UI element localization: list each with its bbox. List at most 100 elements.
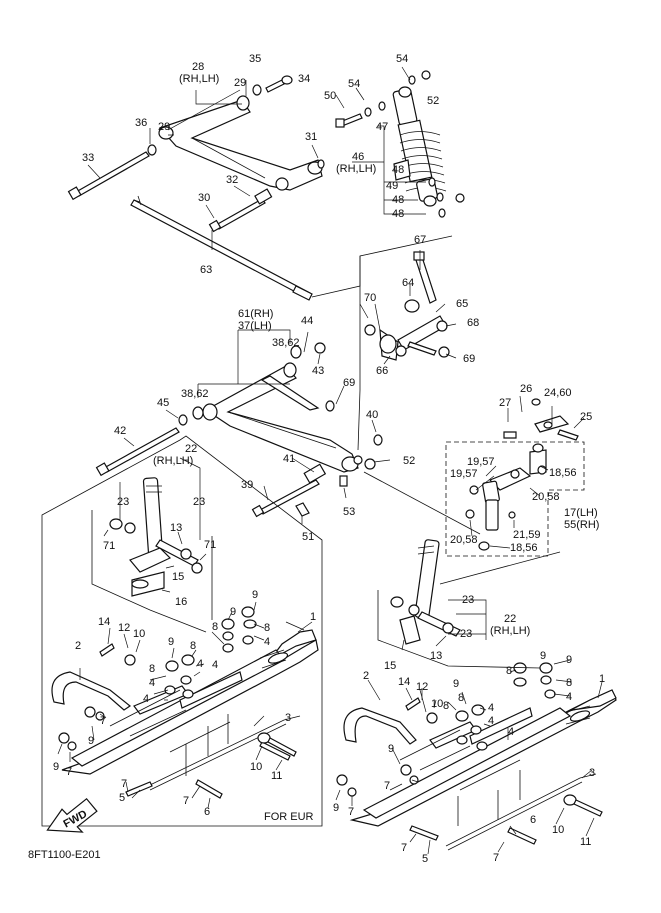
- callout-23b: 23: [193, 496, 205, 508]
- callout-4-extra: 4: [508, 726, 514, 738]
- callout-27: 27: [499, 397, 511, 409]
- callout-7c: 7: [121, 778, 127, 790]
- callout-18-56a: 18,56: [549, 467, 577, 479]
- left-ski: [51, 629, 319, 799]
- callout-7e: 7: [384, 780, 390, 792]
- callout-42: 42: [114, 425, 126, 437]
- callout-52a: 52: [427, 95, 439, 107]
- callout-8f: 8: [443, 700, 449, 712]
- callout-24-60: 24,60: [544, 387, 572, 399]
- upper-arm-assembly: [67, 75, 325, 233]
- callout-10a: 10: [133, 628, 145, 640]
- callout-20-58b: 20,58: [450, 534, 478, 546]
- callout-13a: 13: [170, 522, 182, 534]
- callout-9e: 9: [53, 761, 59, 773]
- left-spindle: [109, 477, 203, 597]
- callout-8d: 8: [264, 622, 270, 634]
- callout-4d: 4: [264, 636, 270, 648]
- callout-9h: 9: [566, 654, 572, 666]
- callout-47: 47: [376, 121, 388, 133]
- callout-6a: 6: [204, 806, 210, 818]
- callout-6b: 6: [530, 814, 536, 826]
- callout-19-57a: 19,57: [467, 456, 495, 468]
- callout-4e: 4: [212, 659, 218, 671]
- callout-68: 68: [467, 317, 479, 329]
- callout-23c: 23: [462, 594, 474, 606]
- callout-7g: 7: [401, 842, 407, 854]
- callout-54b: 54: [348, 78, 360, 90]
- callout-64: 64: [402, 277, 414, 289]
- callout-25: 25: [580, 411, 592, 423]
- callout-8h: 8: [566, 677, 572, 689]
- callout-38-62a: 38,62: [272, 337, 300, 349]
- callout-33: 33: [82, 152, 94, 164]
- callout-36: 36: [135, 117, 147, 129]
- callout-46: 46: [352, 151, 364, 163]
- callout-12b: 12: [416, 681, 428, 693]
- callout-10b: 10: [250, 761, 262, 773]
- callout-15b: 15: [384, 660, 396, 672]
- callout-4b: 4: [149, 677, 155, 689]
- callout-8e: 8: [458, 692, 464, 704]
- callout-9f: 9: [453, 678, 459, 690]
- right-ski: [343, 689, 617, 851]
- callout-22b-sub: (RH,LH): [490, 625, 530, 637]
- callout-40: 40: [366, 409, 378, 421]
- callout-17: 17(LH): [564, 507, 598, 519]
- callout-8c: 8: [212, 621, 218, 633]
- callout-9d: 9: [88, 735, 94, 747]
- callout-4c: 4: [143, 693, 149, 705]
- callout-12a: 12: [118, 622, 130, 634]
- callout-15a: 15: [172, 571, 184, 583]
- callout-22a: 22: [185, 443, 197, 455]
- callout-4a: 4: [197, 658, 203, 670]
- callout-7b: 7: [66, 766, 72, 778]
- callout-7f: 7: [348, 806, 354, 818]
- callout-23d: 23: [460, 628, 472, 640]
- callout-21-59: 21,59: [513, 529, 541, 541]
- callout-54a: 54: [396, 53, 408, 65]
- callout-31: 31: [305, 131, 317, 143]
- callout-5a: 5: [119, 792, 125, 804]
- diagram-code: 8FT1100-E201: [28, 849, 101, 861]
- callout-7h: 7: [493, 852, 499, 864]
- callout-51: 51: [302, 531, 314, 543]
- callout-18-56b: 18,56: [510, 542, 538, 554]
- callout-52b: 52: [403, 455, 415, 467]
- stabilizer-shaft: [130, 195, 313, 301]
- callout-3a: 3: [285, 712, 291, 724]
- callout-41: 41: [283, 453, 295, 465]
- callout-69b: 69: [343, 377, 355, 389]
- callout-7a: 7: [100, 715, 106, 727]
- callout-labels: 28 (RH,LH) 35 34 29 29 36 33 31 32 30 63…: [28, 53, 605, 865]
- callout-22b: 22: [504, 613, 516, 625]
- callout-14a: 14: [98, 616, 110, 628]
- fastener-stacks: [58, 606, 603, 845]
- callout-38-62b: 38,62: [181, 388, 209, 400]
- callout-9c: 9: [252, 589, 258, 601]
- callout-37: 37(LH): [238, 320, 272, 332]
- callout-4g: 4: [488, 715, 494, 727]
- callout-69a: 69: [463, 353, 475, 365]
- leader-lines: [57, 66, 603, 855]
- callout-1a: 1: [310, 611, 316, 623]
- callout-49: 49: [386, 180, 398, 192]
- callout-26: 26: [520, 383, 532, 395]
- callout-11a: 11: [271, 770, 282, 782]
- callout-70: 70: [364, 292, 376, 304]
- callout-35: 35: [249, 53, 261, 65]
- callout-48c: 48: [392, 164, 404, 176]
- callout-10c: 10: [431, 698, 443, 710]
- callout-1b: 1: [599, 673, 605, 685]
- callout-28: 28: [192, 61, 204, 73]
- callout-63: 63: [200, 264, 212, 276]
- callout-46-sub: (RH,LH): [336, 163, 376, 175]
- callout-8g: 8: [506, 665, 512, 677]
- callout-23a: 23: [117, 496, 129, 508]
- callout-30: 30: [198, 192, 210, 204]
- right-spindle: [390, 539, 461, 645]
- guide-lines: [41, 235, 585, 827]
- callout-8a: 8: [190, 640, 196, 652]
- callout-67: 67: [414, 234, 426, 246]
- callout-9b: 9: [230, 606, 236, 618]
